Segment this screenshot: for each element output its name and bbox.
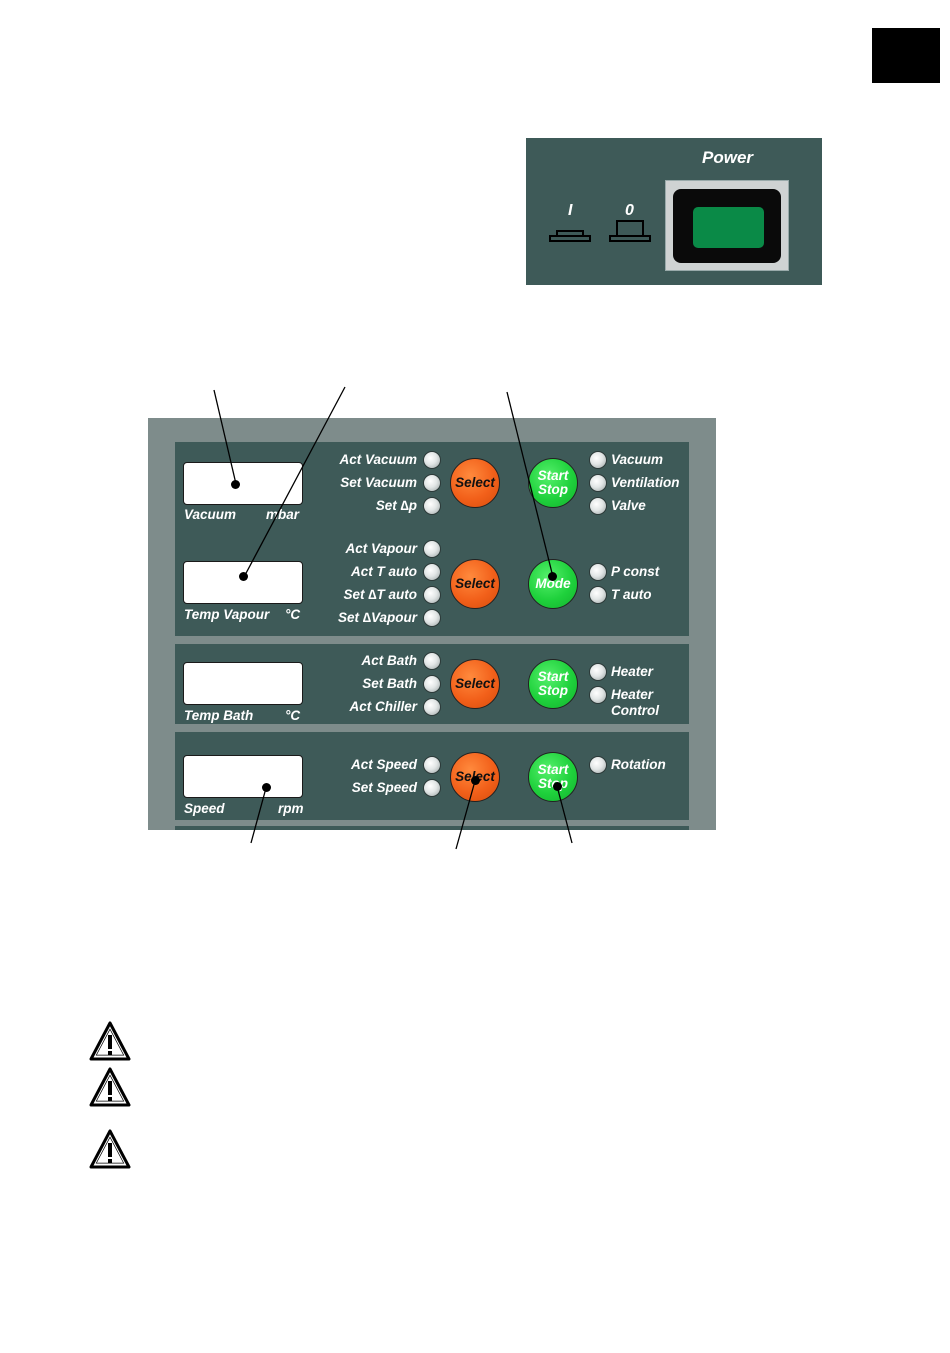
led-label-act-speed: Act Speed	[350, 757, 417, 772]
led-set-dp	[423, 497, 441, 515]
switch-released-icon	[609, 220, 651, 242]
led-t-auto	[589, 586, 607, 604]
callout-dot	[239, 572, 248, 581]
vacuum-display	[183, 462, 303, 505]
led-label-set-d-vapour: Set ∆Vapour	[337, 610, 417, 625]
led-label-set-vacuum: Set Vacuum	[340, 475, 417, 490]
vapour-select-button[interactable]: Select	[450, 559, 500, 609]
speed-display-label: Speed	[184, 801, 225, 816]
led-p-const	[589, 563, 607, 581]
power-rocker[interactable]	[693, 207, 764, 248]
led-label-set-bath: Set Bath	[362, 676, 417, 691]
led-label-act-chiller: Act Chiller	[349, 699, 417, 714]
led-set-vacuum	[423, 474, 441, 492]
vacuum-start-stop-button[interactable]: Start Stop	[528, 458, 578, 508]
led-label-heater-control: Heater Control	[611, 687, 659, 718]
warning-triangle-icon	[89, 1129, 131, 1169]
led-label-act-t-auto: Act T auto	[351, 564, 417, 579]
vacuum-display-unit: mbar	[266, 507, 300, 522]
callout-dot	[548, 572, 557, 581]
power-switch[interactable]	[665, 180, 789, 271]
power-on-label: I	[568, 202, 573, 219]
led-ventilation	[589, 474, 607, 492]
led-label-set-dp: Set ∆p	[375, 498, 417, 513]
led-valve	[589, 497, 607, 515]
bath-start-stop-button[interactable]: Start Stop	[528, 659, 578, 709]
vacuum-display-label: Vacuum	[184, 507, 237, 522]
power-off-label: 0	[625, 202, 634, 219]
speed-display	[183, 755, 303, 798]
bath-select-button[interactable]: Select	[450, 659, 500, 709]
vacuum-select-button[interactable]: Select	[450, 458, 500, 508]
led-label-heater: Heater	[611, 664, 654, 679]
power-panel: Power I 0	[526, 138, 822, 285]
led-set-d-vapour	[423, 609, 441, 627]
callout-dot	[471, 776, 480, 785]
bath-display-unit: °C	[285, 708, 301, 723]
vapour-display	[183, 561, 303, 604]
led-label-vacuum: Vacuum	[611, 452, 664, 467]
speed-start-stop-button[interactable]: Start Stop	[528, 752, 578, 802]
mode-button[interactable]: Mode	[528, 559, 578, 609]
power-title: Power	[702, 148, 754, 167]
control-panel: Vacuum mbar Act Vacuum Set Vacuum Set ∆p…	[148, 418, 716, 830]
page-tab-marker	[872, 28, 940, 83]
callout-dot	[553, 782, 562, 791]
led-heater-control	[589, 686, 607, 704]
bath-display-label: Temp Bath	[184, 708, 254, 723]
led-label-rotation: Rotation	[611, 757, 666, 772]
led-set-speed	[423, 779, 441, 797]
switch-pressed-icon	[549, 230, 591, 242]
led-label-act-vapour: Act Vapour	[345, 541, 417, 556]
callout-dot	[262, 783, 271, 792]
vapour-display-label: Temp Vapour	[184, 607, 270, 622]
warning-triangle-icon	[89, 1067, 131, 1107]
led-set-bath	[423, 675, 441, 693]
led-label-act-bath: Act Bath	[361, 653, 417, 668]
led-act-vapour	[423, 540, 441, 558]
led-act-bath	[423, 652, 441, 670]
speed-display-unit: rpm	[278, 801, 304, 816]
led-rotation	[589, 756, 607, 774]
bath-display	[183, 662, 303, 705]
led-heater	[589, 663, 607, 681]
led-label-t-auto: T auto	[611, 587, 652, 602]
led-vacuum	[589, 451, 607, 469]
led-label-set-dt-auto: Set ∆T auto	[343, 587, 417, 602]
vapour-display-unit: °C	[285, 607, 301, 622]
led-set-dt-auto	[423, 586, 441, 604]
led-act-chiller	[423, 698, 441, 716]
led-label-act-vacuum: Act Vacuum	[339, 452, 417, 467]
callout-dot	[231, 480, 240, 489]
led-label-set-speed: Set Speed	[351, 780, 417, 795]
led-label-ventilation: Ventilation	[611, 475, 680, 490]
led-act-t-auto	[423, 563, 441, 581]
warning-triangle-icon	[89, 1021, 131, 1061]
led-act-vacuum	[423, 451, 441, 469]
led-label-valve: Valve	[611, 498, 646, 513]
led-act-speed	[423, 756, 441, 774]
led-label-p-const: P const	[611, 564, 660, 579]
